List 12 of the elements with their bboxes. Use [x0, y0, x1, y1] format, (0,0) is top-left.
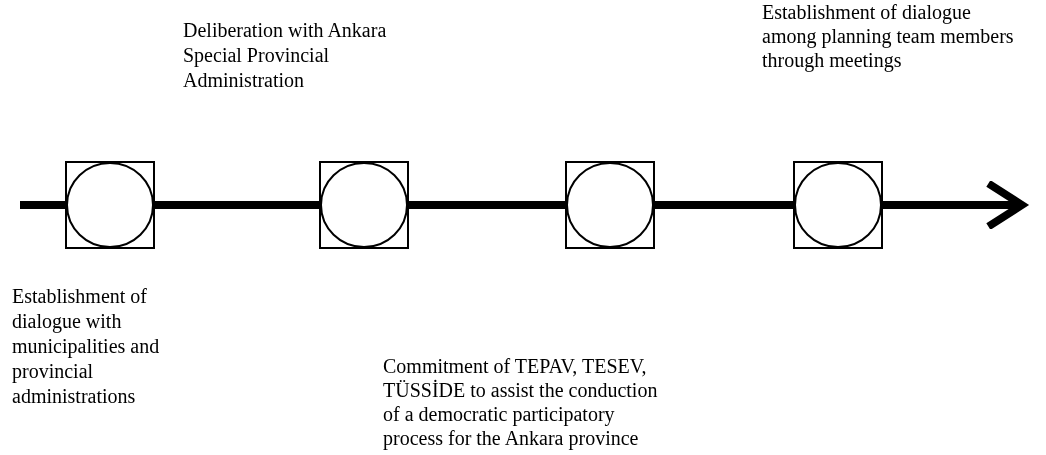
milestone-description: Establishment of dialogue among planning team members through meetings — [762, 0, 1015, 72]
milestone-marker — [793, 161, 883, 249]
milestone-marker — [565, 161, 655, 249]
timeline-arrow — [883, 179, 1026, 231]
milestone-description: Establishment of dialogue with municipalities and provincial administrations — [12, 284, 161, 409]
timeline-line — [155, 201, 319, 209]
milestone-description: Deliberation with Ankara Special Provincial Administration — [183, 18, 388, 93]
timeline-line — [409, 201, 565, 209]
milestone-marker — [319, 161, 409, 249]
milestone-marker — [65, 161, 155, 249]
milestone-description: Commitment of TEPAV, TESEV, TÜSSİDE to assist the conduction of a democratic participatory process for the Ankara province — [383, 354, 659, 450]
timeline-line — [655, 201, 793, 209]
